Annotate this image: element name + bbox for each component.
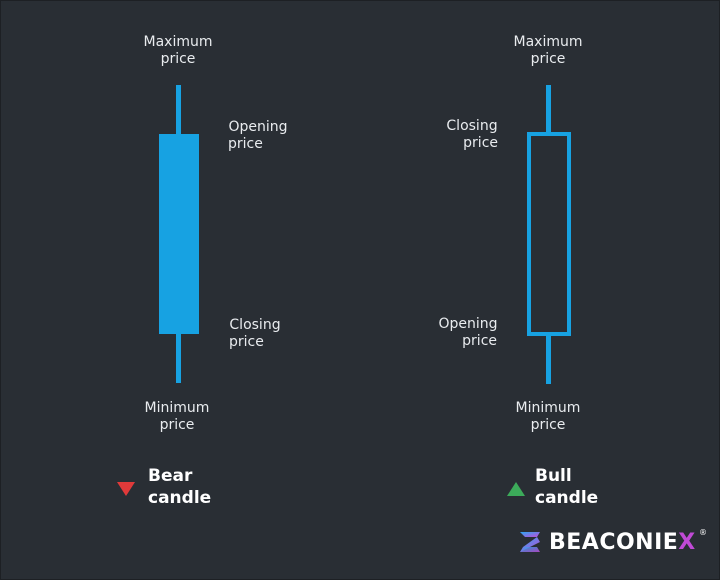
bull-candle-legend: Bull candle — [535, 466, 599, 508]
beaconiex-logo: BEACONIEX ® — [517, 527, 707, 557]
bull-upper-wick — [546, 85, 551, 134]
bear-open-label: Opening price — [228, 119, 288, 152]
bull-min-label: Minimum price — [515, 400, 581, 433]
bull-max-label: Maximum price — [513, 34, 583, 67]
bear-close-label: Closing price — [229, 317, 281, 350]
bull-candle-body — [527, 132, 571, 336]
bear-candle-body — [159, 134, 199, 334]
beaconiex-logo-text: BEACONIEX — [549, 529, 696, 555]
triangle-up-icon — [507, 482, 525, 496]
bear-candle-legend: Bear candle — [148, 466, 212, 508]
triangle-down-icon — [117, 482, 135, 496]
bull-open-label: Opening price — [438, 316, 498, 349]
bear-min-label: Minimum price — [144, 400, 210, 433]
bear-lower-wick — [176, 333, 181, 383]
bull-lower-wick — [546, 334, 551, 384]
bear-upper-wick — [176, 85, 181, 135]
registered-mark: ® — [699, 528, 707, 537]
bull-close-label: Closing price — [446, 118, 498, 151]
beaconiex-logo-icon — [520, 532, 540, 552]
bear-max-label: Maximum price — [143, 34, 213, 67]
